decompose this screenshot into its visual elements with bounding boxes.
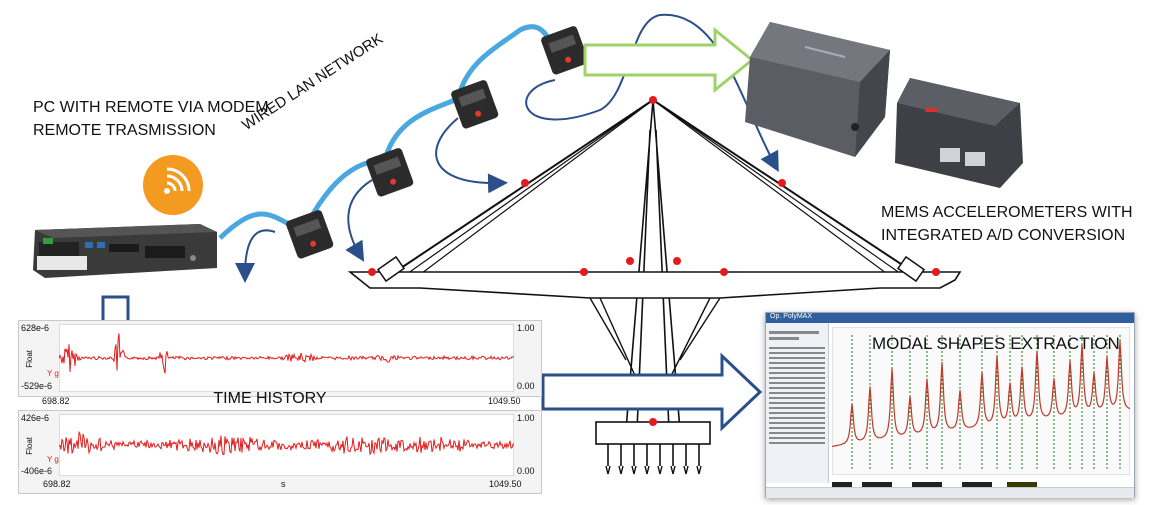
sensor-point: [932, 268, 940, 276]
wifi-icon: [143, 155, 203, 215]
sensor-point: [778, 179, 786, 187]
title-bar: Op. PolyMAX: [766, 313, 1134, 323]
r-min-label: 0.00: [517, 381, 535, 391]
sensor-point: [649, 418, 657, 426]
y-axis-label: Float: [25, 350, 34, 368]
lan-cable: [382, 97, 456, 161]
sensor-point: [720, 268, 728, 276]
mems-label-line2: INTEGRATED A/D CONVERSION: [881, 227, 1126, 244]
sensor-node: [541, 26, 589, 75]
y-max-label: 426e-6: [21, 413, 50, 423]
mems-accelerometer: [895, 78, 1025, 188]
r-max-label: 1.00: [517, 413, 535, 423]
sensor-point: [580, 268, 588, 276]
r-max-label: 1.00: [517, 323, 535, 333]
y-min-label: -529e-6: [21, 381, 53, 391]
mems-label-line1: MEMS ACCELEROMETERS WITH: [881, 204, 1133, 221]
signal-plot: [59, 324, 514, 392]
x-end-label: 1049.50: [488, 396, 521, 406]
time-history-bottom-panel: 426e-6 Float -406e-6 1.00 0.00 Y geo B:+…: [18, 410, 542, 494]
lan-cable: [457, 24, 554, 93]
signal-arrow: [235, 229, 276, 283]
sensor-point: [368, 268, 376, 276]
green-arrow: [583, 26, 755, 94]
y-axis-label: Float: [25, 437, 34, 455]
sensor-node: [286, 210, 334, 259]
x-start-label: 698.82: [42, 396, 70, 406]
r-min-label: 0.00: [517, 466, 535, 476]
modes-list: [766, 323, 829, 483]
bridge: [347, 99, 962, 475]
x-end-label: 1049.50: [489, 479, 522, 489]
x-unit-label: s: [281, 479, 286, 489]
industrial-pc: [25, 218, 220, 282]
y-min-label: -406e-6: [21, 466, 53, 476]
signal-arrow: [435, 117, 508, 194]
pc-label-line2: REMOTE TRASMISSION: [33, 122, 216, 139]
mems-accelerometer: [745, 22, 890, 157]
status-readouts: [832, 477, 1130, 490]
right-arrow: [541, 352, 763, 432]
y-max-label: 628e-6: [21, 323, 50, 333]
x-start-label: 698.82: [43, 479, 71, 489]
time-history-label: TIME HISTORY: [213, 390, 327, 407]
sensor-points: [368, 96, 940, 426]
signal-plot: [59, 414, 514, 476]
pc-label-line1: PC WITH REMOTE VIA MODEM: [33, 99, 269, 116]
button-bar: [766, 487, 1134, 498]
sensor-point: [649, 96, 657, 104]
stabilization-plot: [832, 327, 1130, 475]
sensor-node: [451, 80, 499, 129]
sensor-point: [521, 179, 529, 187]
window-title: Op. PolyMAX: [770, 313, 813, 320]
modal-label: MODAL SHAPES EXTRACTION: [872, 334, 1120, 353]
modal-analysis-window: Op. PolyMAX: [765, 312, 1135, 498]
signal-arrow: [345, 179, 373, 262]
sensor-point: [626, 257, 634, 265]
sensor-node: [366, 148, 414, 197]
sensor-point: [673, 257, 681, 265]
time-history-top-panel: 628e-6 Float -529e-6 1.00 0.00 Y geo B:+…: [18, 320, 542, 397]
